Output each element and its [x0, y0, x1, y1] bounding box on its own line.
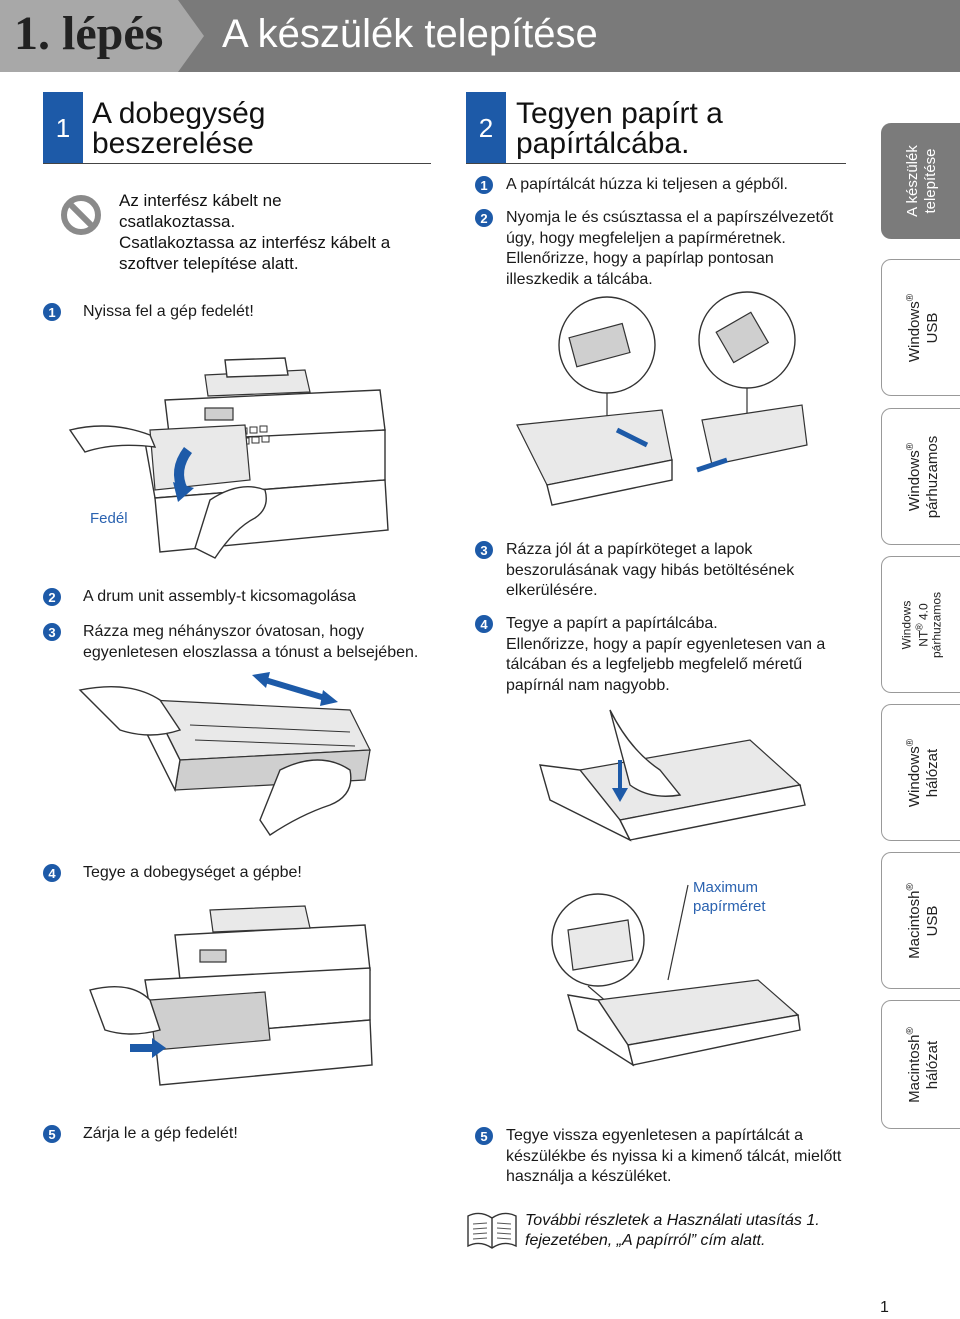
section-2-number: 2	[466, 92, 506, 164]
step-text: A drum unit assembly-t kicsomagolása	[83, 588, 356, 605]
page-number: 1	[880, 1299, 889, 1316]
warning-text: Az interfész kábelt ne csatlakoztassa. C…	[119, 191, 391, 273]
step-number: 5	[475, 1127, 493, 1145]
step-text: Zárja le a gép fedelét!	[83, 1125, 238, 1142]
section-1-title-line1: A dobegység	[92, 97, 266, 130]
step-badge	[0, 0, 178, 72]
book-icon	[467, 1212, 517, 1249]
step-label: 1. lépés	[14, 7, 164, 60]
step-text: A papírtálcát húzza ki teljesen a gépből…	[506, 176, 788, 193]
max-paper-illustration	[551, 884, 801, 1067]
printer-drum-insert-illustration	[89, 905, 373, 1086]
step-number: 1	[43, 303, 61, 321]
step-text: Tegye vissza egyenletesen a papírtálcát …	[506, 1127, 842, 1185]
cover-label: Fedél	[90, 510, 128, 527]
max-paper-label: Maximum papírméret	[693, 879, 766, 915]
section-1-number: 1	[43, 92, 83, 164]
note-text: További részletek a Használati utasítás …	[525, 1212, 820, 1249]
section-1-rule	[43, 163, 431, 164]
step-text: Tegye a papírt a papírtálcába. Ellenőriz…	[506, 615, 826, 694]
tab-windows-network[interactable]: Windows®hálózat	[881, 704, 960, 841]
section-2-title-line1: Tegyen papírt a	[516, 97, 723, 130]
section-1-title-line2: beszerelése	[92, 127, 254, 160]
tab-macintosh-network[interactable]: Macintosh®hálózat	[881, 1000, 960, 1129]
step-text: Nyomja le és csúsztassa el a papírszélve…	[506, 209, 834, 288]
step-arrow	[178, 0, 204, 72]
step-number: 2	[475, 209, 493, 227]
printer-illustration	[68, 357, 389, 559]
tab-windows-usb[interactable]: Windows®USB	[881, 259, 960, 396]
step-number: 5	[43, 1125, 61, 1143]
step-number: 3	[475, 541, 493, 559]
step-number: 2	[43, 588, 61, 606]
section-2-title-line2: papírtálcába.	[516, 127, 690, 160]
paper-load-illustration	[539, 709, 806, 842]
step-number: 4	[475, 615, 493, 633]
prohibited-icon	[61, 195, 101, 235]
section-2-rule	[466, 163, 846, 164]
step-text: Rázza meg néhányszor óvatosan, hogy egye…	[83, 623, 419, 661]
step-number: 1	[475, 176, 493, 194]
step-number: 4	[43, 864, 61, 882]
tab-windows-parallel[interactable]: Windows®párhuzamos	[881, 408, 960, 545]
page-title: A készülék telepítése	[222, 12, 598, 56]
step-text: Rázza jól át a papírköteget a lapok besz…	[506, 541, 795, 599]
step-number: 3	[43, 623, 61, 641]
step-text: Tegye a dobegységet a gépbe!	[83, 864, 302, 881]
paper-guide-illustration	[516, 291, 808, 506]
drum-unit-illustration	[78, 672, 371, 836]
step-text: Nyissa fel a gép fedelét!	[83, 303, 254, 320]
tab-macintosh-usb[interactable]: Macintosh®USB	[881, 852, 960, 989]
